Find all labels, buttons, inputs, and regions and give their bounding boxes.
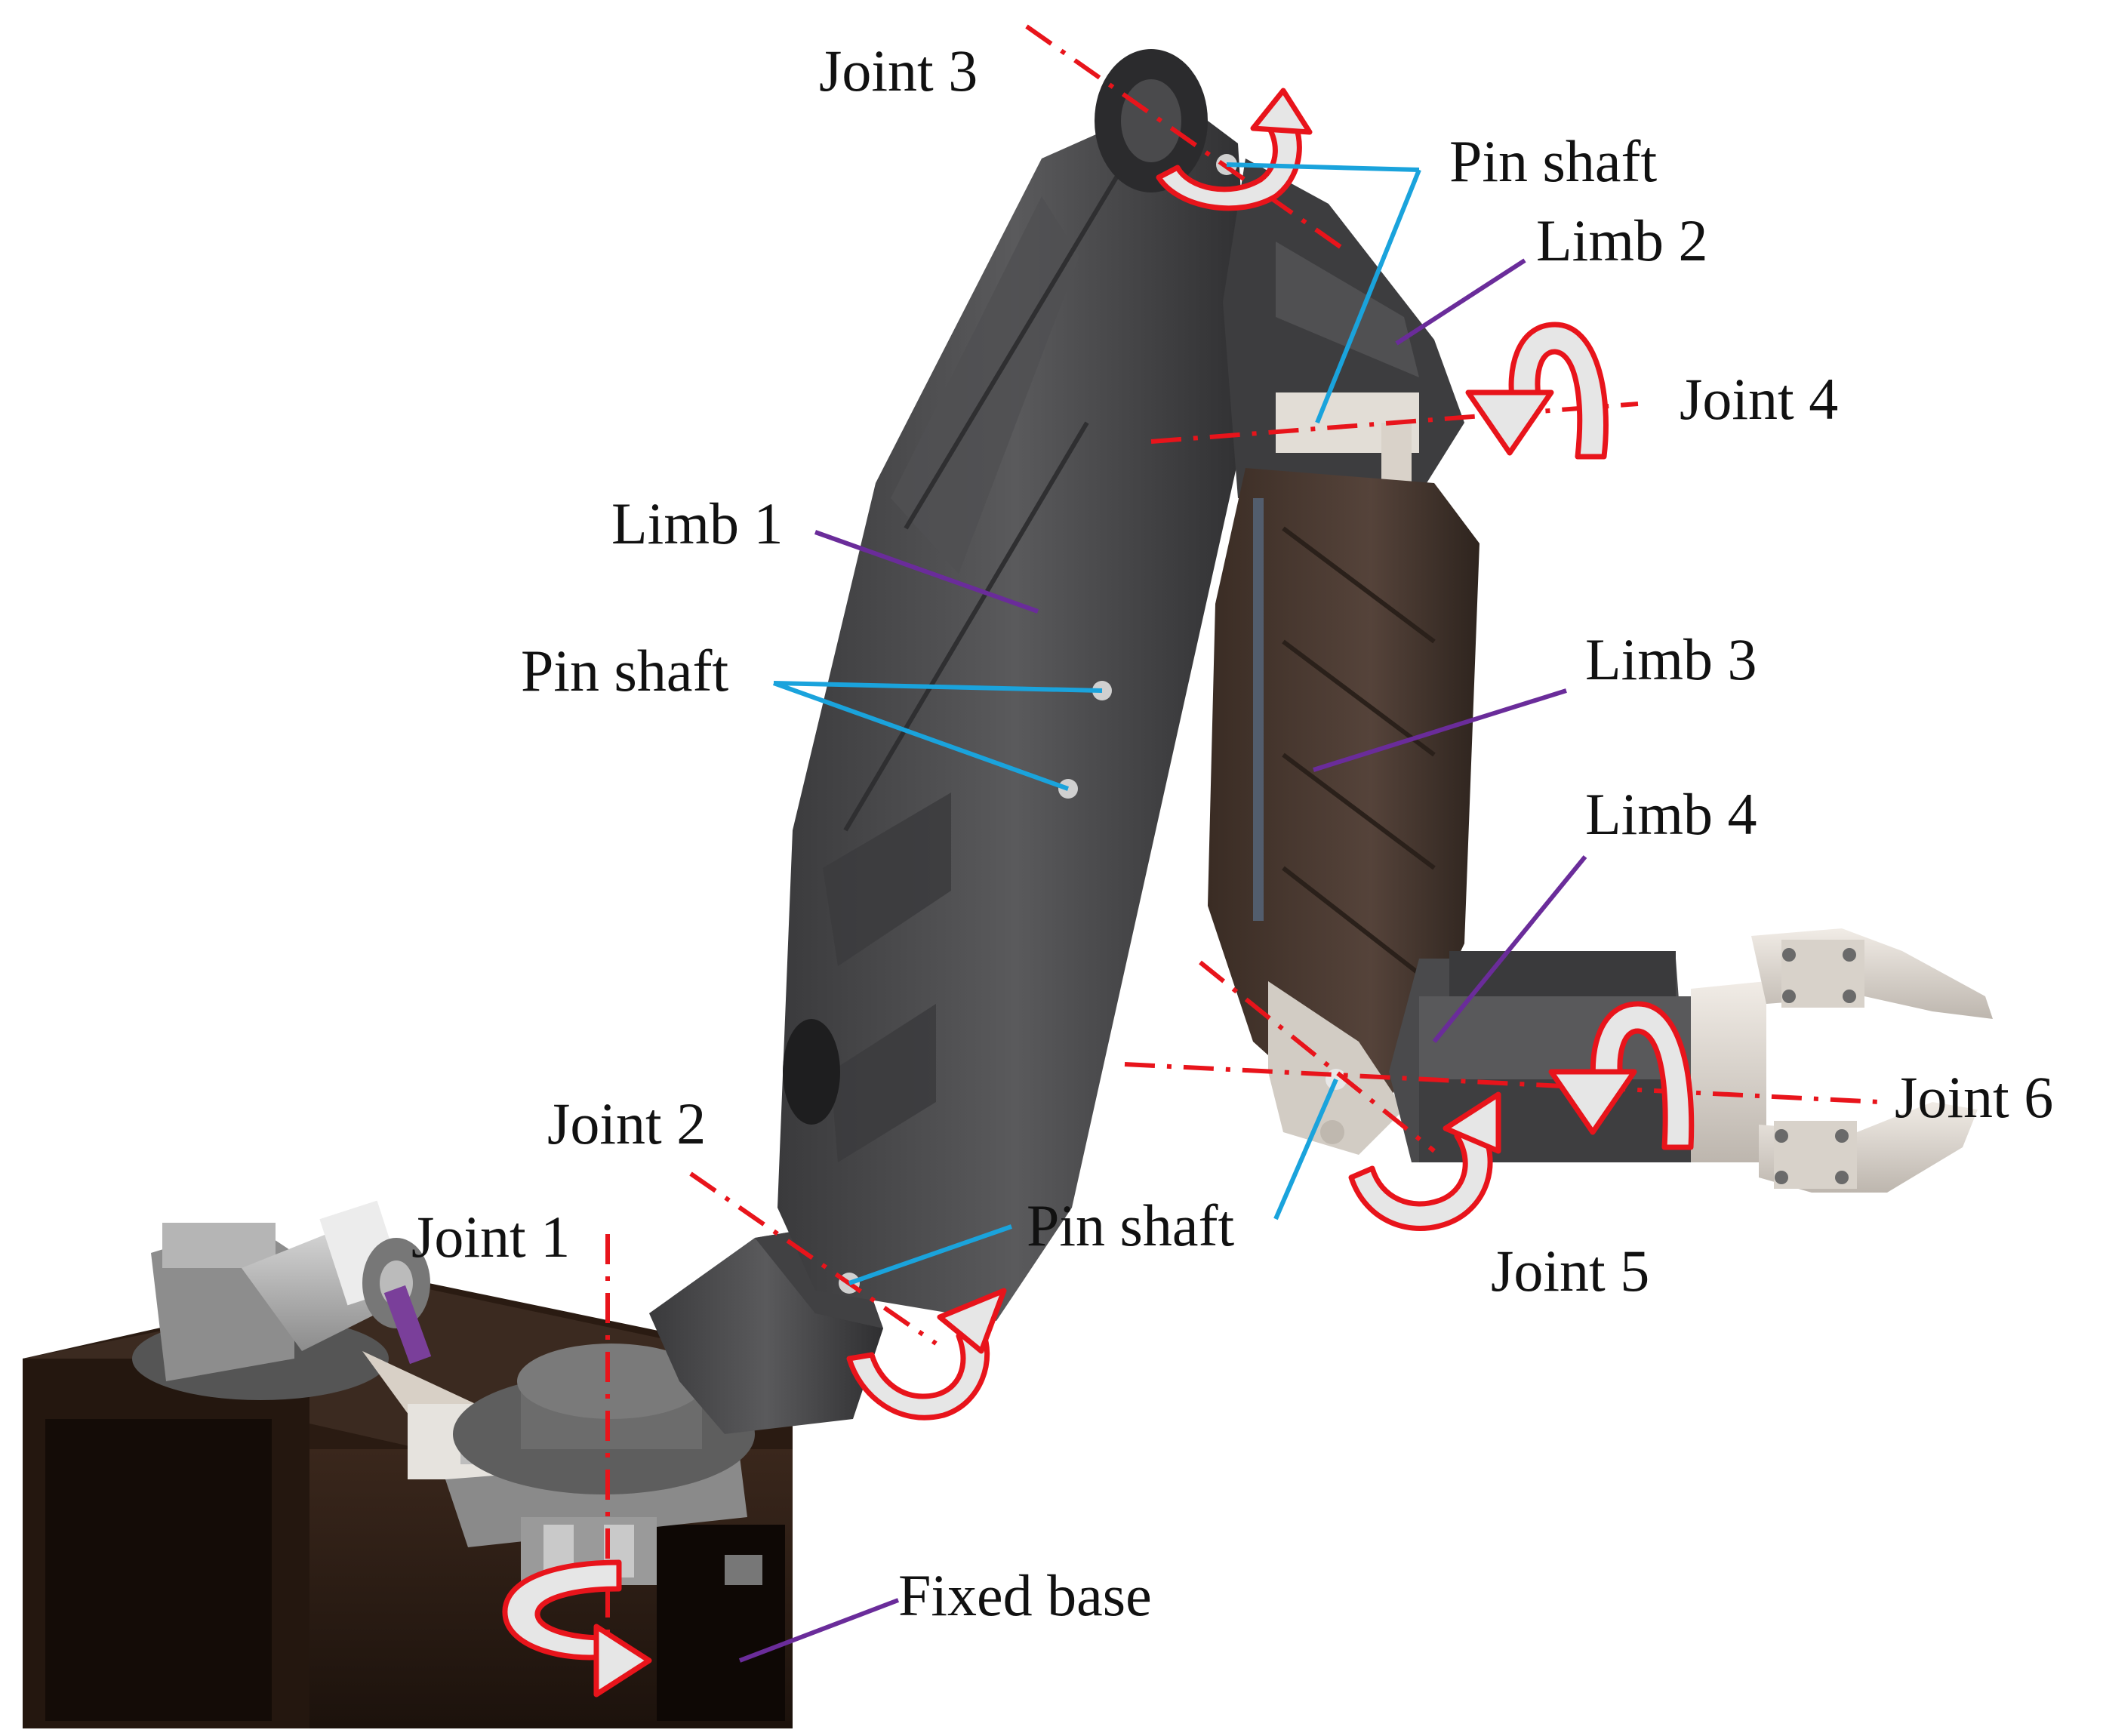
label-limb-1: Limb 1: [611, 491, 784, 556]
arrow-joint-3: [1156, 88, 1313, 211]
label-limb-4: Limb 4: [1585, 781, 1757, 847]
arrow-joint-5: [1348, 1091, 1501, 1231]
label-joint-2: Joint 2: [547, 1091, 707, 1156]
axis-joint-5: [1199, 960, 1436, 1153]
limb-1: [777, 98, 1253, 1321]
label-pin-shaft-top: Pin shaft: [1449, 128, 1658, 194]
turntable: [445, 1344, 755, 1585]
arrow-joint-4: [1465, 322, 1609, 460]
limb-3: [1208, 468, 1479, 1110]
limb-4: [1389, 951, 1691, 1162]
label-joint-4: Joint 4: [1680, 366, 1839, 432]
joint-3-roller: [1095, 49, 1208, 192]
arrow-joint-6: [1548, 1001, 1695, 1150]
axis-joint-2: [689, 1171, 938, 1346]
label-fixed-base: Fixed base: [898, 1562, 1152, 1628]
arrow-joint-2: [846, 1288, 1007, 1421]
axis-joint-6: [1124, 1062, 1880, 1104]
label-joint-1: Joint 1: [411, 1204, 571, 1270]
rotation-arrows: [502, 88, 1695, 1698]
limb-2: [1223, 159, 1464, 506]
axis-joint-4: [1150, 402, 1639, 444]
label-joint-5: Joint 5: [1491, 1238, 1650, 1304]
label-joint-3: Joint 3: [819, 38, 978, 103]
label-pin-shaft-bottom: Pin shaft: [1027, 1193, 1235, 1258]
arrow-joint-1: [502, 1559, 652, 1698]
axis-joint-3: [1025, 24, 1345, 251]
label-joint-6: Joint 6: [1895, 1064, 2054, 1130]
label-pin-shaft-mid: Pin shaft: [521, 638, 729, 703]
pin-shaft-leaders: [772, 162, 1421, 1285]
part-leaders: [738, 258, 1587, 1663]
base-motor-assembly: [132, 1200, 513, 1479]
gripper: [1691, 928, 1993, 1193]
label-limb-2: Limb 2: [1536, 208, 1708, 273]
label-limb-3: Limb 3: [1585, 626, 1757, 692]
